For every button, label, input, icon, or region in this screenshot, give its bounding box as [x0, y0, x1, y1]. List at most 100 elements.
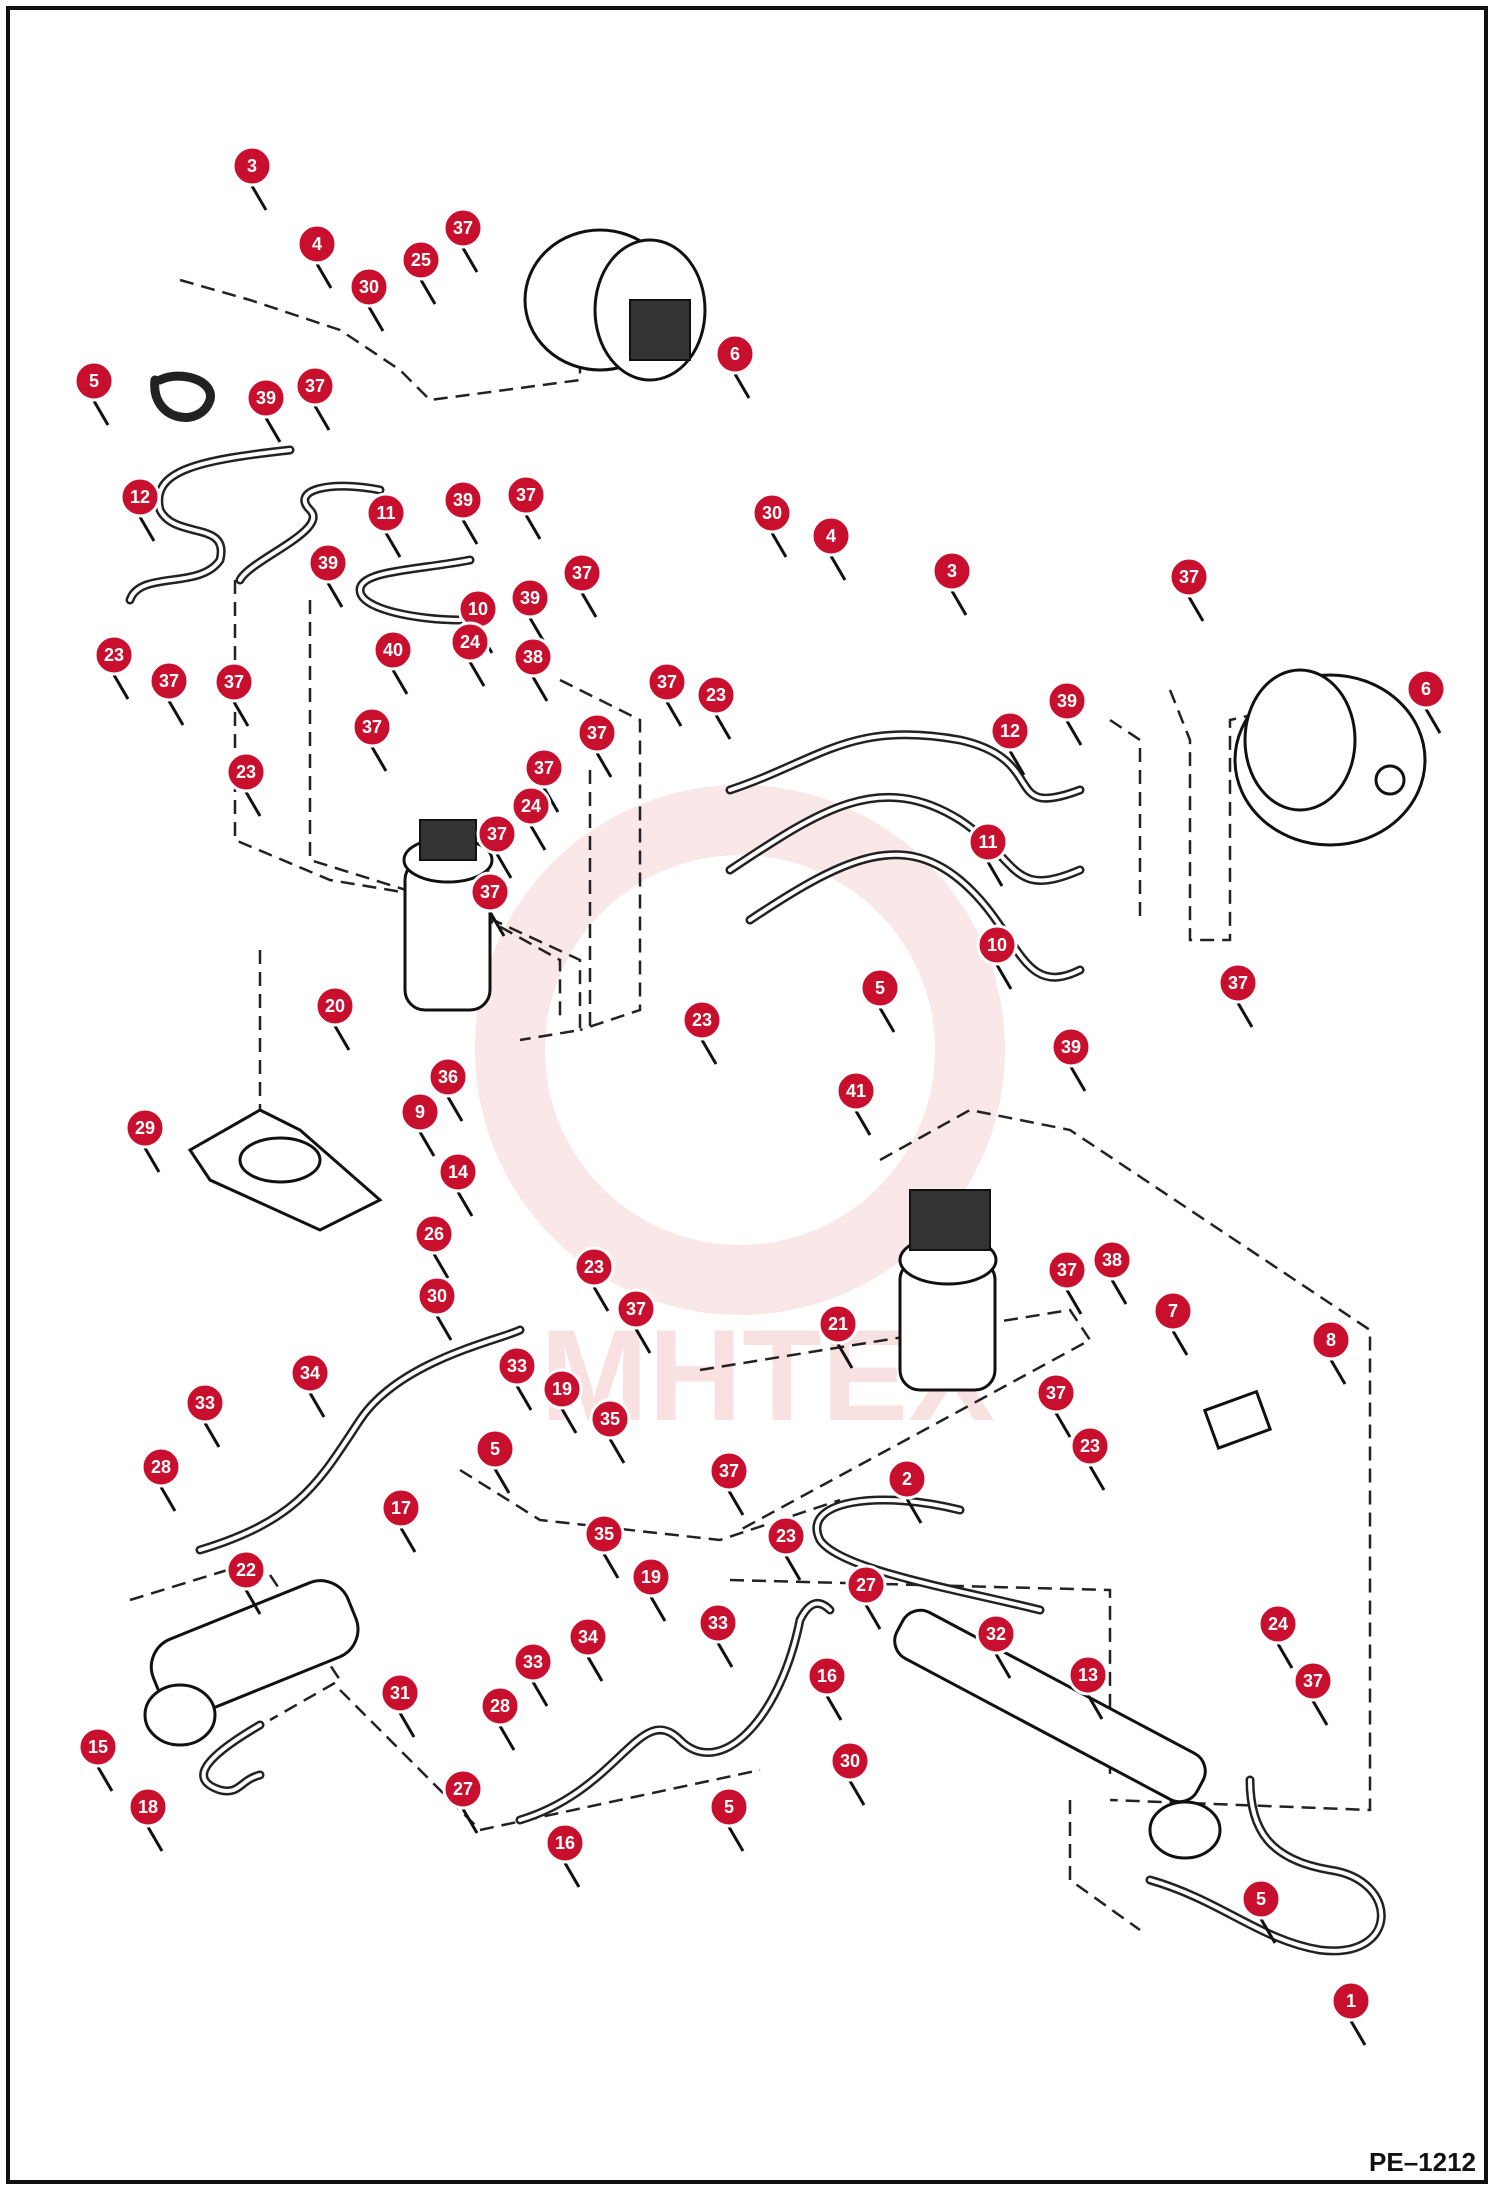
- callout-24: 24: [510, 785, 552, 827]
- callout-16: 16: [544, 1822, 586, 1864]
- callout-39: 39: [509, 577, 551, 619]
- callout-number: 30: [840, 1751, 860, 1771]
- callout-number: 16: [817, 1666, 837, 1686]
- leader-36: [446, 1096, 464, 1122]
- callout-4: 4: [810, 515, 852, 557]
- leader-21: [836, 1343, 854, 1369]
- leader-37: [1054, 1412, 1072, 1438]
- leader-32: [994, 1653, 1012, 1679]
- callout-number: 11: [376, 503, 395, 523]
- callout-6: 6: [1405, 668, 1447, 710]
- leader-8: [1329, 1359, 1347, 1385]
- leader-5: [1259, 1918, 1277, 1944]
- callout-number: 9: [415, 1102, 425, 1122]
- callout-5: 5: [73, 360, 115, 402]
- callout-number: 37: [453, 218, 473, 238]
- leader-23: [784, 1555, 802, 1581]
- callout-39: 39: [1050, 1026, 1092, 1068]
- leader-17: [399, 1527, 417, 1553]
- leader-29: [143, 1147, 161, 1173]
- callout-number: 4: [312, 234, 322, 254]
- callout-number: 10: [468, 599, 488, 619]
- callout-number: 26: [424, 1224, 444, 1244]
- callout-5: 5: [708, 1786, 750, 1828]
- callout-number: 29: [135, 1118, 155, 1138]
- leader-5: [878, 1007, 896, 1033]
- callout-number: 37: [719, 1461, 739, 1481]
- leader-34: [308, 1392, 326, 1418]
- callout-number: 36: [438, 1067, 458, 1087]
- callout-number: 27: [453, 1779, 473, 1799]
- callout-13: 13: [1067, 1654, 1109, 1696]
- callout-number: 30: [359, 277, 379, 297]
- callout-number: 37: [1228, 973, 1248, 993]
- callout-26: 26: [413, 1213, 455, 1255]
- leader-10: [995, 964, 1013, 990]
- leader-24: [1276, 1643, 1294, 1669]
- callout-number: 10: [987, 935, 1007, 955]
- callout-37: 37: [442, 207, 484, 249]
- callout-number: 28: [490, 1696, 510, 1716]
- callout-number: 33: [523, 1652, 543, 1672]
- callout-number: 12: [130, 487, 150, 507]
- callout-number: 37: [626, 1299, 646, 1319]
- callout-35: 35: [589, 1398, 631, 1440]
- callout-39: 39: [1046, 680, 1088, 722]
- callout-38: 38: [512, 636, 554, 678]
- callout-14: 14: [437, 1151, 479, 1193]
- callout-35: 35: [583, 1513, 625, 1555]
- leader-23: [592, 1286, 610, 1312]
- callout-number: 32: [986, 1624, 1006, 1644]
- callout-37: 37: [294, 365, 336, 407]
- callout-30: 30: [829, 1740, 871, 1782]
- leader-38: [1110, 1279, 1128, 1305]
- callout-number: 14: [448, 1162, 468, 1182]
- leader-37: [232, 701, 250, 727]
- callout-number: 5: [89, 371, 99, 391]
- leader-37: [524, 514, 542, 540]
- callout-number: 15: [88, 1737, 108, 1757]
- callout-number: 33: [708, 1613, 728, 1633]
- callout-number: 2: [902, 1469, 912, 1489]
- leader-11: [384, 532, 402, 558]
- leader-37: [542, 787, 560, 813]
- callout-29: 29: [124, 1107, 166, 1149]
- callout-27: 27: [845, 1564, 887, 1606]
- callout-number: 35: [600, 1409, 620, 1429]
- callout-37: 37: [148, 660, 190, 702]
- callout-number: 23: [692, 1010, 712, 1030]
- leader-3: [250, 185, 268, 211]
- callout-number: 37: [159, 671, 179, 691]
- leader-9: [418, 1131, 436, 1157]
- leader-4: [829, 555, 847, 581]
- callout-number: 1: [1346, 1991, 1356, 2011]
- callout-37: 37: [646, 661, 688, 703]
- callout-number: 24: [521, 796, 541, 816]
- callout-number: 33: [507, 1356, 527, 1376]
- callout-number: 4: [826, 526, 836, 546]
- leader-37: [495, 853, 513, 879]
- leader-23: [244, 791, 262, 817]
- assembly-outlines: [129, 278, 1372, 1932]
- leader-5: [92, 400, 110, 426]
- callout-number: 37: [1046, 1383, 1066, 1403]
- callout-number: 37: [657, 672, 677, 692]
- leader-15: [96, 1766, 114, 1792]
- callout-24: 24: [1257, 1603, 1299, 1645]
- callout-number: 13: [1078, 1665, 1098, 1685]
- callout-number: 33: [195, 1393, 215, 1413]
- callout-23: 23: [225, 751, 267, 793]
- callout-number: 24: [1268, 1614, 1288, 1634]
- callout-30: 30: [751, 492, 793, 534]
- callout-number: 28: [151, 1457, 171, 1477]
- callout-34: 34: [567, 1616, 609, 1658]
- callout-28: 28: [479, 1685, 521, 1727]
- callout-23: 23: [695, 674, 737, 716]
- callout-37: 37: [1035, 1372, 1077, 1414]
- callout-32: 32: [975, 1613, 1017, 1655]
- callout-21: 21: [817, 1303, 859, 1345]
- callout-33: 33: [697, 1602, 739, 1644]
- callout-number: 40: [383, 640, 403, 660]
- callout-20: 20: [314, 985, 356, 1027]
- callout-7: 7: [1152, 1290, 1194, 1332]
